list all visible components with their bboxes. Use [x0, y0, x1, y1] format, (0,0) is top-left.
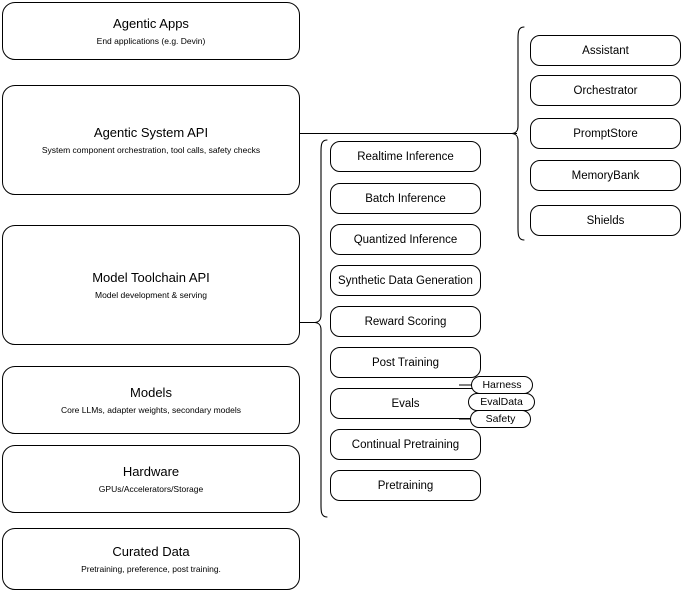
layer-models[interactable]: Models Core LLMs, adapter weights, secon…	[2, 366, 300, 434]
layer-subtitle: Model development & serving	[95, 289, 207, 300]
component-assistant[interactable]: Assistant	[530, 35, 681, 66]
component-label: Orchestrator	[573, 84, 638, 97]
layer-title: Agentic System API	[93, 124, 209, 140]
component-label: PromptStore	[573, 127, 638, 140]
capability-quantized-inference[interactable]: Quantized Inference	[330, 224, 481, 255]
layer-title: Models	[130, 384, 172, 400]
component-memorybank[interactable]: MemoryBank	[530, 160, 681, 191]
capability-realtime-inference[interactable]: Realtime Inference	[330, 141, 481, 172]
component-label: Assistant	[582, 44, 629, 57]
component-orchestrator[interactable]: Orchestrator	[530, 75, 681, 106]
capability-label: Synthetic Data Generation	[338, 274, 473, 287]
eval-pill-label: Harness	[482, 379, 522, 391]
layer-title: Hardware	[122, 463, 180, 479]
capability-label: Batch Inference	[365, 192, 446, 205]
layer-curated-data[interactable]: Curated Data Pretraining, preference, po…	[2, 528, 300, 590]
brace-system-components	[511, 26, 525, 241]
brace-toolchain-capabilities	[314, 139, 328, 518]
capability-reward-scoring[interactable]: Reward Scoring	[330, 306, 481, 337]
capability-pretraining[interactable]: Pretraining	[330, 470, 481, 501]
layer-subtitle: GPUs/Accelerators/Storage	[98, 483, 204, 494]
component-shields[interactable]: Shields	[530, 205, 681, 236]
layer-title: Curated Data	[112, 543, 190, 559]
capability-label: Reward Scoring	[364, 315, 447, 328]
layer-hardware[interactable]: Hardware GPUs/Accelerators/Storage	[2, 445, 300, 513]
capability-evals[interactable]: Evals	[330, 388, 481, 419]
layer-subtitle: End applications (e.g. Devin)	[96, 35, 206, 46]
capability-label: Continual Pretraining	[351, 438, 460, 451]
eval-pill-safety[interactable]: Safety	[470, 410, 531, 428]
layer-subtitle: Core LLMs, adapter weights, secondary mo…	[60, 404, 241, 415]
eval-pill-label: EvalData	[480, 396, 523, 408]
capability-label: Quantized Inference	[353, 233, 458, 246]
eval-pill-harness[interactable]: Harness	[471, 376, 533, 394]
capability-batch-inference[interactable]: Batch Inference	[330, 183, 481, 214]
layer-title: Model Toolchain API	[92, 269, 210, 285]
layer-agentic-system-api[interactable]: Agentic System API System component orch…	[2, 85, 300, 195]
eval-pill-label: Safety	[485, 413, 516, 425]
component-label: MemoryBank	[571, 169, 640, 182]
capability-continual-pretraining[interactable]: Continual Pretraining	[330, 429, 481, 460]
component-label: Shields	[586, 214, 625, 227]
capability-label: Evals	[391, 397, 420, 410]
capability-synthetic-data-generation[interactable]: Synthetic Data Generation	[330, 265, 481, 296]
layer-subtitle: Pretraining, preference, post training.	[81, 563, 221, 574]
eval-pill-evaldata[interactable]: EvalData	[468, 393, 535, 411]
capability-post-training[interactable]: Post Training	[330, 347, 481, 378]
layer-subtitle: System component orchestration, tool cal…	[41, 144, 261, 155]
capability-label: Post Training	[371, 356, 440, 369]
component-promptstore[interactable]: PromptStore	[530, 118, 681, 149]
layer-title: Agentic Apps	[113, 15, 189, 31]
layer-agentic-apps[interactable]: Agentic Apps End applications (e.g. Devi…	[2, 2, 300, 60]
layer-model-toolchain-api[interactable]: Model Toolchain API Model development & …	[2, 225, 300, 345]
capability-label: Pretraining	[377, 479, 434, 492]
capability-label: Realtime Inference	[357, 150, 454, 163]
